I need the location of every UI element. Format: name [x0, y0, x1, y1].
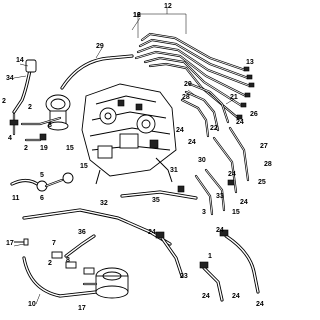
- hose-29: [60, 54, 134, 90]
- callout-10: 10: [28, 301, 36, 308]
- callout-33: 33: [216, 193, 224, 200]
- callout-6: 6: [40, 195, 44, 202]
- callout-4: 4: [8, 135, 12, 142]
- callout-24b: 24: [188, 139, 196, 146]
- callout-12: 12: [164, 3, 172, 10]
- bolt-17: [14, 238, 29, 246]
- callout-24i: 24: [232, 293, 240, 300]
- callout-22: 23: [180, 273, 188, 280]
- callout-30: 30: [198, 157, 206, 164]
- hose-1: [199, 261, 224, 302]
- callout-28a: 28: [182, 94, 190, 101]
- hose-23: [219, 229, 260, 294]
- hose-10: [22, 256, 98, 298]
- callout-bracket-12: [137, 8, 187, 38]
- carburetor-assembly: [81, 83, 177, 185]
- callout-29: 29: [96, 43, 104, 50]
- callout-2c: 2: [24, 145, 28, 152]
- callout-24a: 24: [236, 119, 244, 126]
- callout-17a: 17: [6, 240, 14, 247]
- callout-32: 32: [100, 200, 108, 207]
- callout-26: 26: [250, 111, 258, 118]
- callout-2b: 2: [28, 104, 32, 111]
- hose-36: [64, 234, 96, 258]
- callout-24h: 24: [202, 293, 210, 300]
- callout-8b: 8: [66, 257, 70, 264]
- hose-32: [22, 208, 172, 246]
- callout-24d: 24: [176, 127, 184, 134]
- callout-24c: 24: [228, 171, 236, 178]
- callout-5: 5: [40, 172, 44, 179]
- callout-15a: 15: [66, 145, 74, 152]
- callout-13: 13: [246, 59, 254, 66]
- left-hoses: [9, 112, 62, 142]
- callout-2a: 2: [2, 98, 6, 105]
- callout-21: 22: [210, 125, 218, 132]
- callout-28b: 28: [264, 161, 272, 168]
- callout-36: 36: [78, 229, 86, 236]
- fittings-7-8: [51, 251, 95, 275]
- callout-24g: 24: [216, 227, 224, 234]
- callout-8: 8: [48, 122, 52, 129]
- callout-25: 25: [258, 179, 266, 186]
- callout-27: 27: [260, 143, 268, 150]
- vacuum-canister: [82, 267, 129, 299]
- callout-35: 35: [152, 197, 160, 204]
- hose-33-35: [120, 168, 235, 216]
- callout-23: 24: [256, 301, 264, 308]
- vacuum-tube-bundle: [134, 32, 255, 120]
- callout-20: 21: [230, 94, 238, 101]
- fittings-5-6: [10, 172, 74, 192]
- parts-diagram: 12 12 16 13 29 14 34 2 2 20 28 21 26 22 …: [2, 3, 272, 312]
- callout-18: 19: [40, 145, 48, 152]
- callout-9: 2: [48, 260, 52, 267]
- callout-34: 34: [6, 75, 14, 82]
- callout-3: 3: [202, 209, 206, 216]
- callout-labels: 12 12 16 13 29 14 34 2 2 20 28 21 26 22 …: [2, 3, 272, 312]
- hose-group-19-21: [180, 82, 250, 194]
- callout-1: 1: [208, 253, 212, 260]
- callout-17b: 17: [78, 305, 86, 312]
- callout-11: 11: [12, 195, 20, 202]
- hose-34-elbow: [12, 59, 37, 114]
- callout-15b: 15: [80, 163, 88, 170]
- callout-19: 20: [184, 81, 192, 88]
- callout-16b: 16: [133, 12, 141, 19]
- callout-31: 31: [170, 167, 178, 174]
- callout-15c: 15: [232, 209, 240, 216]
- callout-16: 12: [133, 12, 141, 19]
- leader-lines: [13, 17, 237, 305]
- hose-22: [155, 231, 184, 278]
- callout-7: 7: [52, 240, 56, 247]
- callout-14: 14: [16, 57, 24, 64]
- callout-24e: 24: [240, 199, 248, 206]
- callout-24f: 24: [148, 229, 156, 236]
